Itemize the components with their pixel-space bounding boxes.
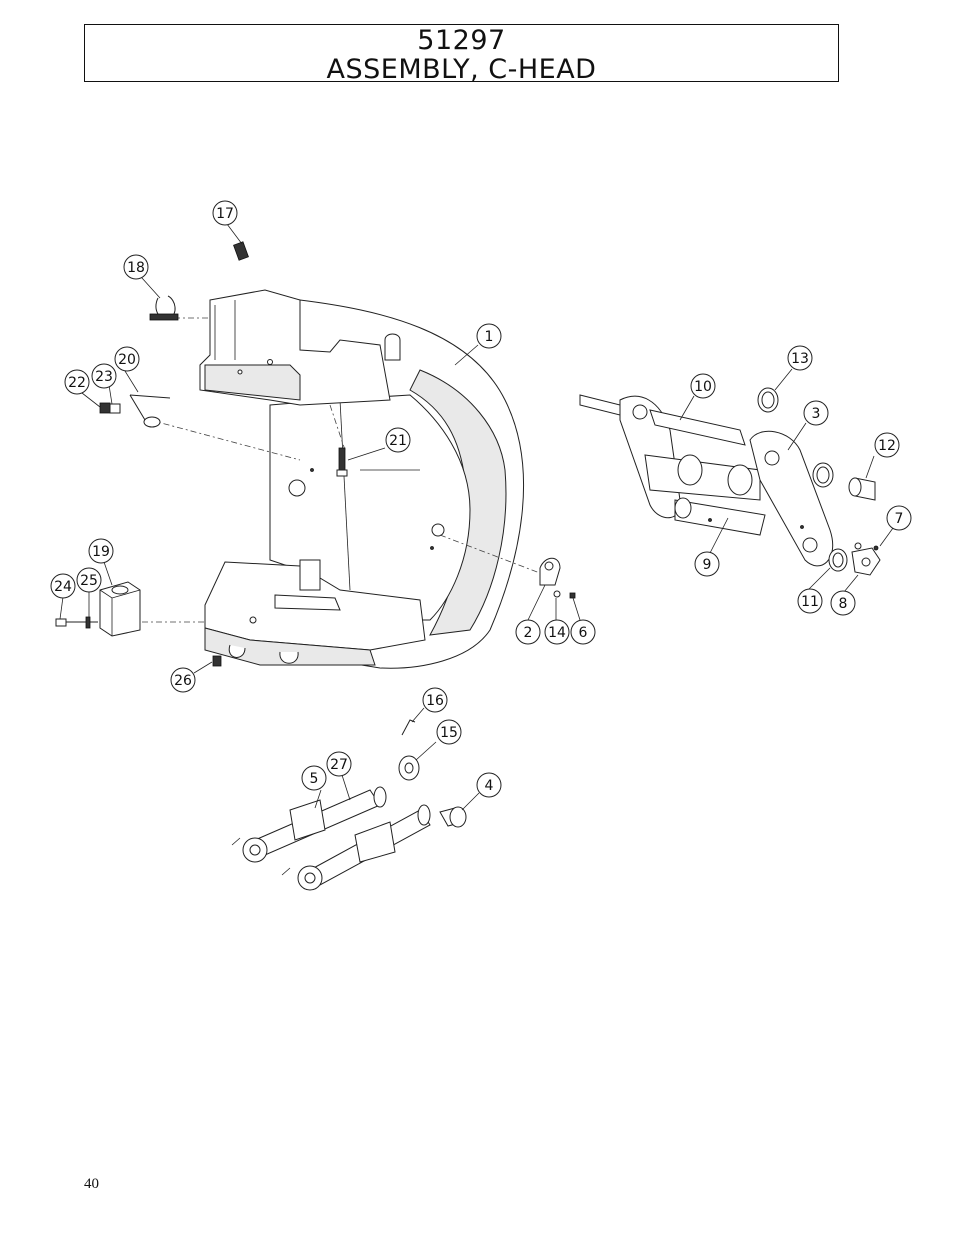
svg-text:6: 6 bbox=[579, 625, 588, 641]
svg-text:2: 2 bbox=[524, 625, 533, 641]
callout-3: 3 bbox=[803, 400, 829, 426]
svg-text:8: 8 bbox=[839, 596, 848, 612]
callout-15: 15 bbox=[436, 719, 462, 745]
callout-14: 14 bbox=[544, 619, 570, 645]
svg-text:5: 5 bbox=[310, 771, 319, 787]
svg-text:17: 17 bbox=[216, 206, 234, 222]
callout-25: 25 bbox=[76, 567, 102, 593]
svg-text:26: 26 bbox=[174, 673, 192, 689]
callout-22: 22 bbox=[64, 369, 90, 395]
svg-text:11: 11 bbox=[801, 594, 819, 610]
svg-text:1: 1 bbox=[485, 329, 494, 345]
link-assembly bbox=[579, 394, 834, 567]
callout-7: 7 bbox=[886, 505, 912, 531]
svg-text:16: 16 bbox=[426, 693, 444, 709]
part-13-bushing bbox=[757, 387, 779, 413]
callout-9: 9 bbox=[694, 551, 720, 577]
callout-4: 4 bbox=[476, 772, 502, 798]
svg-text:10: 10 bbox=[694, 379, 712, 395]
assembly-name: ASSEMBLY, C-HEAD bbox=[326, 54, 597, 85]
part-24-25-bolt-washer bbox=[55, 616, 98, 629]
callout-26: 26 bbox=[170, 667, 196, 693]
part-4-pin bbox=[439, 806, 467, 828]
svg-text:12: 12 bbox=[878, 438, 896, 454]
svg-text:22: 22 bbox=[68, 375, 86, 391]
svg-text:9: 9 bbox=[703, 557, 712, 573]
assembly-part-number: 51297 bbox=[417, 25, 506, 56]
svg-text:18: 18 bbox=[127, 260, 145, 276]
svg-text:23: 23 bbox=[95, 369, 113, 385]
callout-12: 12 bbox=[874, 432, 900, 458]
svg-text:25: 25 bbox=[80, 573, 98, 589]
svg-text:7: 7 bbox=[895, 511, 904, 527]
callout-13: 13 bbox=[787, 345, 813, 371]
svg-text:24: 24 bbox=[54, 579, 72, 595]
part-16-cotter-pin bbox=[401, 719, 416, 736]
callout-21: 21 bbox=[385, 427, 411, 453]
svg-text:19: 19 bbox=[92, 544, 110, 560]
svg-text:4: 4 bbox=[485, 778, 494, 794]
part-17-plug bbox=[233, 241, 249, 261]
callout-leaders bbox=[59, 223, 894, 811]
part-22-23-fitting bbox=[99, 402, 121, 414]
part-20-handle-pin bbox=[129, 394, 171, 428]
svg-text:13: 13 bbox=[791, 351, 809, 367]
callout-17: 17 bbox=[212, 200, 238, 226]
callout-19: 19 bbox=[88, 538, 114, 564]
callout-2: 2 bbox=[515, 619, 541, 645]
svg-text:15: 15 bbox=[440, 725, 458, 741]
callout-18: 18 bbox=[123, 254, 149, 280]
part-19-block bbox=[99, 581, 141, 637]
part-18-shackle bbox=[149, 295, 179, 321]
callout-20: 20 bbox=[114, 346, 140, 372]
svg-text:14: 14 bbox=[548, 625, 566, 641]
part-26-plug bbox=[212, 655, 222, 667]
svg-text:27: 27 bbox=[330, 757, 348, 773]
svg-text:21: 21 bbox=[389, 433, 407, 449]
page-number: 40 bbox=[84, 1176, 99, 1192]
svg-text:20: 20 bbox=[118, 352, 136, 368]
part-7-bolt bbox=[873, 545, 879, 551]
callout-27: 27 bbox=[326, 751, 352, 777]
part-11-bushing bbox=[828, 548, 848, 572]
callout-8: 8 bbox=[830, 590, 856, 616]
callout-5: 5 bbox=[301, 765, 327, 791]
callout-16: 16 bbox=[422, 687, 448, 713]
callout-6: 6 bbox=[570, 619, 596, 645]
callout-24: 24 bbox=[50, 573, 76, 599]
callout-23: 23 bbox=[91, 363, 117, 389]
callout-1: 1 bbox=[476, 323, 502, 349]
part-15-washer bbox=[398, 755, 420, 781]
svg-text:3: 3 bbox=[812, 406, 821, 422]
hydraulic-cylinders bbox=[231, 786, 431, 891]
part-8-retainer bbox=[851, 542, 881, 576]
callout-10: 10 bbox=[690, 373, 716, 399]
title-box: 51297 ASSEMBLY, C-HEAD bbox=[84, 24, 839, 85]
part-21-bolt bbox=[336, 447, 348, 477]
part-2-14-6-retainer bbox=[539, 557, 576, 599]
part-12-sleeve bbox=[848, 477, 876, 501]
c-head-frame bbox=[199, 289, 525, 669]
callout-11: 11 bbox=[797, 588, 823, 614]
